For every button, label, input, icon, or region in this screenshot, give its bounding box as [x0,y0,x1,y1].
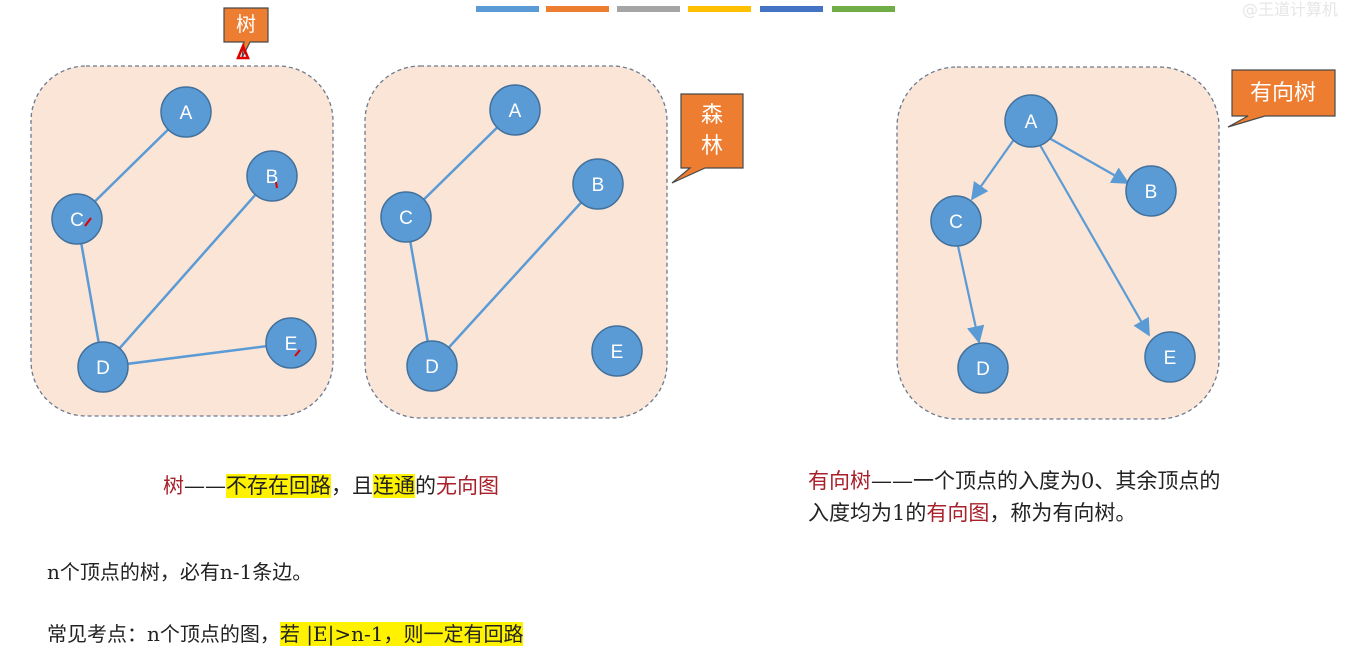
directed-tree-callout: 有向树 [1227,69,1336,128]
node-label: D [96,358,110,379]
color-bar-segment [476,6,539,12]
watermark: @王道计算机 [1241,0,1338,19]
exam-point-prefix: 常见考点：n个顶点的图， [47,622,280,646]
tree-node-d: D [77,341,129,393]
dtree-def-line2-start: 入度均为1的 [808,501,927,525]
dtree-edge-a-c [970,137,1016,201]
forest-node-d: D [406,340,458,392]
directed-tree-definition: 有向树——一个顶点的入度为0、其余顶点的 入度均为1的有向图，称为有向树。 [808,465,1220,529]
tree-def-mid2: 的 [415,474,436,498]
node-label: E [285,334,298,355]
dtree-node-b: B [1125,165,1177,217]
dtree-def-line2-end: ，称为有向树。 [989,501,1137,525]
node-label: A [1025,112,1038,133]
directed-tree-callout-label: 有向树 [1250,81,1316,106]
forest-callout: 森 林 [671,93,744,184]
dtree-node-a: A [1004,94,1058,148]
exam-point-highlight: 若 |E|>n-1，则一定有回路 [279,622,524,646]
forest-callout-line2: 林 [701,134,723,159]
color-bar-segment [688,6,751,12]
dtree-edge-a-b [1048,137,1130,184]
dtree-edge-c-d [956,245,985,344]
tree-graph: A B C D E [51,86,317,393]
tree-term: 树 [163,474,184,498]
tree-dash: —— [184,474,226,498]
dtree-def-line1-rest: ——一个顶点的入度为0、其余顶点的 [871,469,1221,493]
tree-definition: 树——不存在回路，且连通的无向图 [163,470,499,500]
exam-point: 常见考点：n个顶点的图，若 |E|>n-1，则一定有回路 [47,618,524,647]
tree-edge-d-e [102,341,292,369]
node-label: B [592,175,605,196]
directed-tree-graph: A B C D E [930,94,1196,394]
tree-node-b: B [246,150,298,202]
node-label: A [509,101,522,122]
dtree-def-line1: 有向树——一个顶点的入度为0、其余顶点的 [808,465,1220,497]
color-bar-segment [832,6,895,12]
forest-graph: A B C D E [380,84,643,392]
tree-callout: 树 [223,7,269,60]
pen-mark [236,42,250,60]
forest-node-e: E [591,325,643,377]
node-label: B [1145,182,1158,203]
no-cycle-highlight: 不存在回路 [226,474,331,498]
forest-callout-line1: 森 [701,103,723,128]
tree-node-e: E [265,317,317,369]
directed-graph-term: 有向图 [926,501,990,525]
tree-node-c: C [51,193,103,245]
tree-edge-b-d [102,175,273,368]
node-label: C [949,212,963,233]
tree-callout-label: 树 [236,12,256,36]
pen-mark [84,217,92,227]
tree-node-a: A [160,86,212,138]
forest-node-b: B [572,158,624,210]
node-label: E [611,342,624,363]
color-bar [476,6,895,12]
color-bar-segment [760,6,823,12]
dtree-def-line2: 入度均为1的有向图，称为有向树。 [808,497,1220,529]
tree-def-mid1: ，且 [331,474,373,498]
pen-mark [294,349,301,357]
node-label: E [1164,348,1177,369]
dtree-term: 有向树 [808,469,871,493]
forest-node-a: A [489,84,541,136]
pen-mark [275,181,278,189]
dtree-node-e: E [1144,331,1196,383]
tree-panel [30,65,334,417]
node-label: D [976,359,990,380]
dtree-node-c: C [930,195,982,247]
edge-count-fact: n个顶点的树，必有n-1条边。 [47,560,313,584]
forest-panel [364,65,668,419]
node-label: D [425,357,439,378]
undirected-graph-term: 无向图 [436,474,499,498]
color-bar-segment [617,6,680,12]
node-label: C [70,210,84,231]
dtree-node-d: D [957,342,1009,394]
node-label: C [399,208,413,229]
node-label: A [180,103,193,124]
connected-highlight: 连通 [373,474,415,498]
forest-node-c: C [380,191,432,243]
color-bar-segment [546,6,609,12]
forest-edge-b-d [431,183,599,367]
dtree-edge-a-e [1039,144,1150,337]
